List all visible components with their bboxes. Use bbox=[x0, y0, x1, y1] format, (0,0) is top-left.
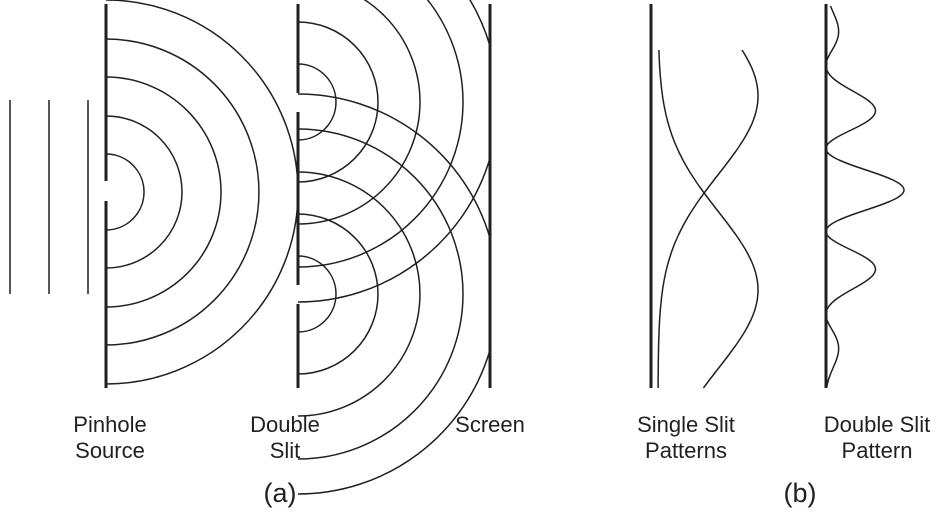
slit2-wavefront-4 bbox=[297, 128, 464, 460]
slit1-wavefront-5 bbox=[297, 0, 491, 303]
label-double-slit-line2: Slit bbox=[269, 438, 301, 463]
label-pinhole-line2: Source bbox=[75, 438, 145, 463]
label-single-slit-patterns: Single Slit Patterns bbox=[626, 412, 746, 464]
single-slit-pattern-lower bbox=[658, 49, 759, 389]
pinhole-wavefront-3 bbox=[105, 76, 222, 308]
slit1-wavefront-2 bbox=[297, 21, 379, 183]
pinhole-wavefront-1 bbox=[105, 153, 145, 231]
label-double-slit-line1: Double bbox=[250, 412, 320, 437]
slit1-wavefront-4 bbox=[297, 0, 464, 268]
label-screen-line1: Screen bbox=[455, 412, 525, 437]
slit1-wavefront-1 bbox=[297, 63, 337, 141]
slit2-wavefront-2 bbox=[297, 213, 379, 375]
label-screen: Screen bbox=[435, 412, 545, 438]
caption-a: (a) bbox=[263, 478, 297, 508]
slit2-wavefront-3 bbox=[297, 171, 421, 417]
label-double-slit-pattern-line1: Double Slit bbox=[823, 412, 931, 437]
pinhole-wavefront-5 bbox=[105, 0, 299, 385]
label-pinhole-line1: Pinhole bbox=[73, 412, 147, 437]
slit1-wavefront-3 bbox=[297, 0, 421, 225]
label-single-slit-line2: Patterns bbox=[645, 438, 727, 463]
label-pinhole-source: Pinhole Source bbox=[65, 412, 155, 464]
double-slit-fringe-pattern bbox=[825, 5, 905, 389]
pinhole-wavefront-4 bbox=[105, 38, 260, 346]
pinhole-wavefront-2 bbox=[105, 115, 183, 269]
caption-b: (b) bbox=[783, 478, 817, 508]
slit2-wavefront-1 bbox=[297, 255, 337, 333]
label-double-slit-pattern-line2: Pattern bbox=[841, 438, 913, 463]
single-slit-pattern-upper bbox=[657, 49, 759, 388]
label-double-slit-pattern: Double Slit Pattern bbox=[810, 412, 944, 464]
label-single-slit-line1: Single Slit bbox=[637, 412, 735, 437]
label-double-slit: Double Slit bbox=[240, 412, 330, 464]
slit2-wavefront-5 bbox=[297, 93, 491, 495]
